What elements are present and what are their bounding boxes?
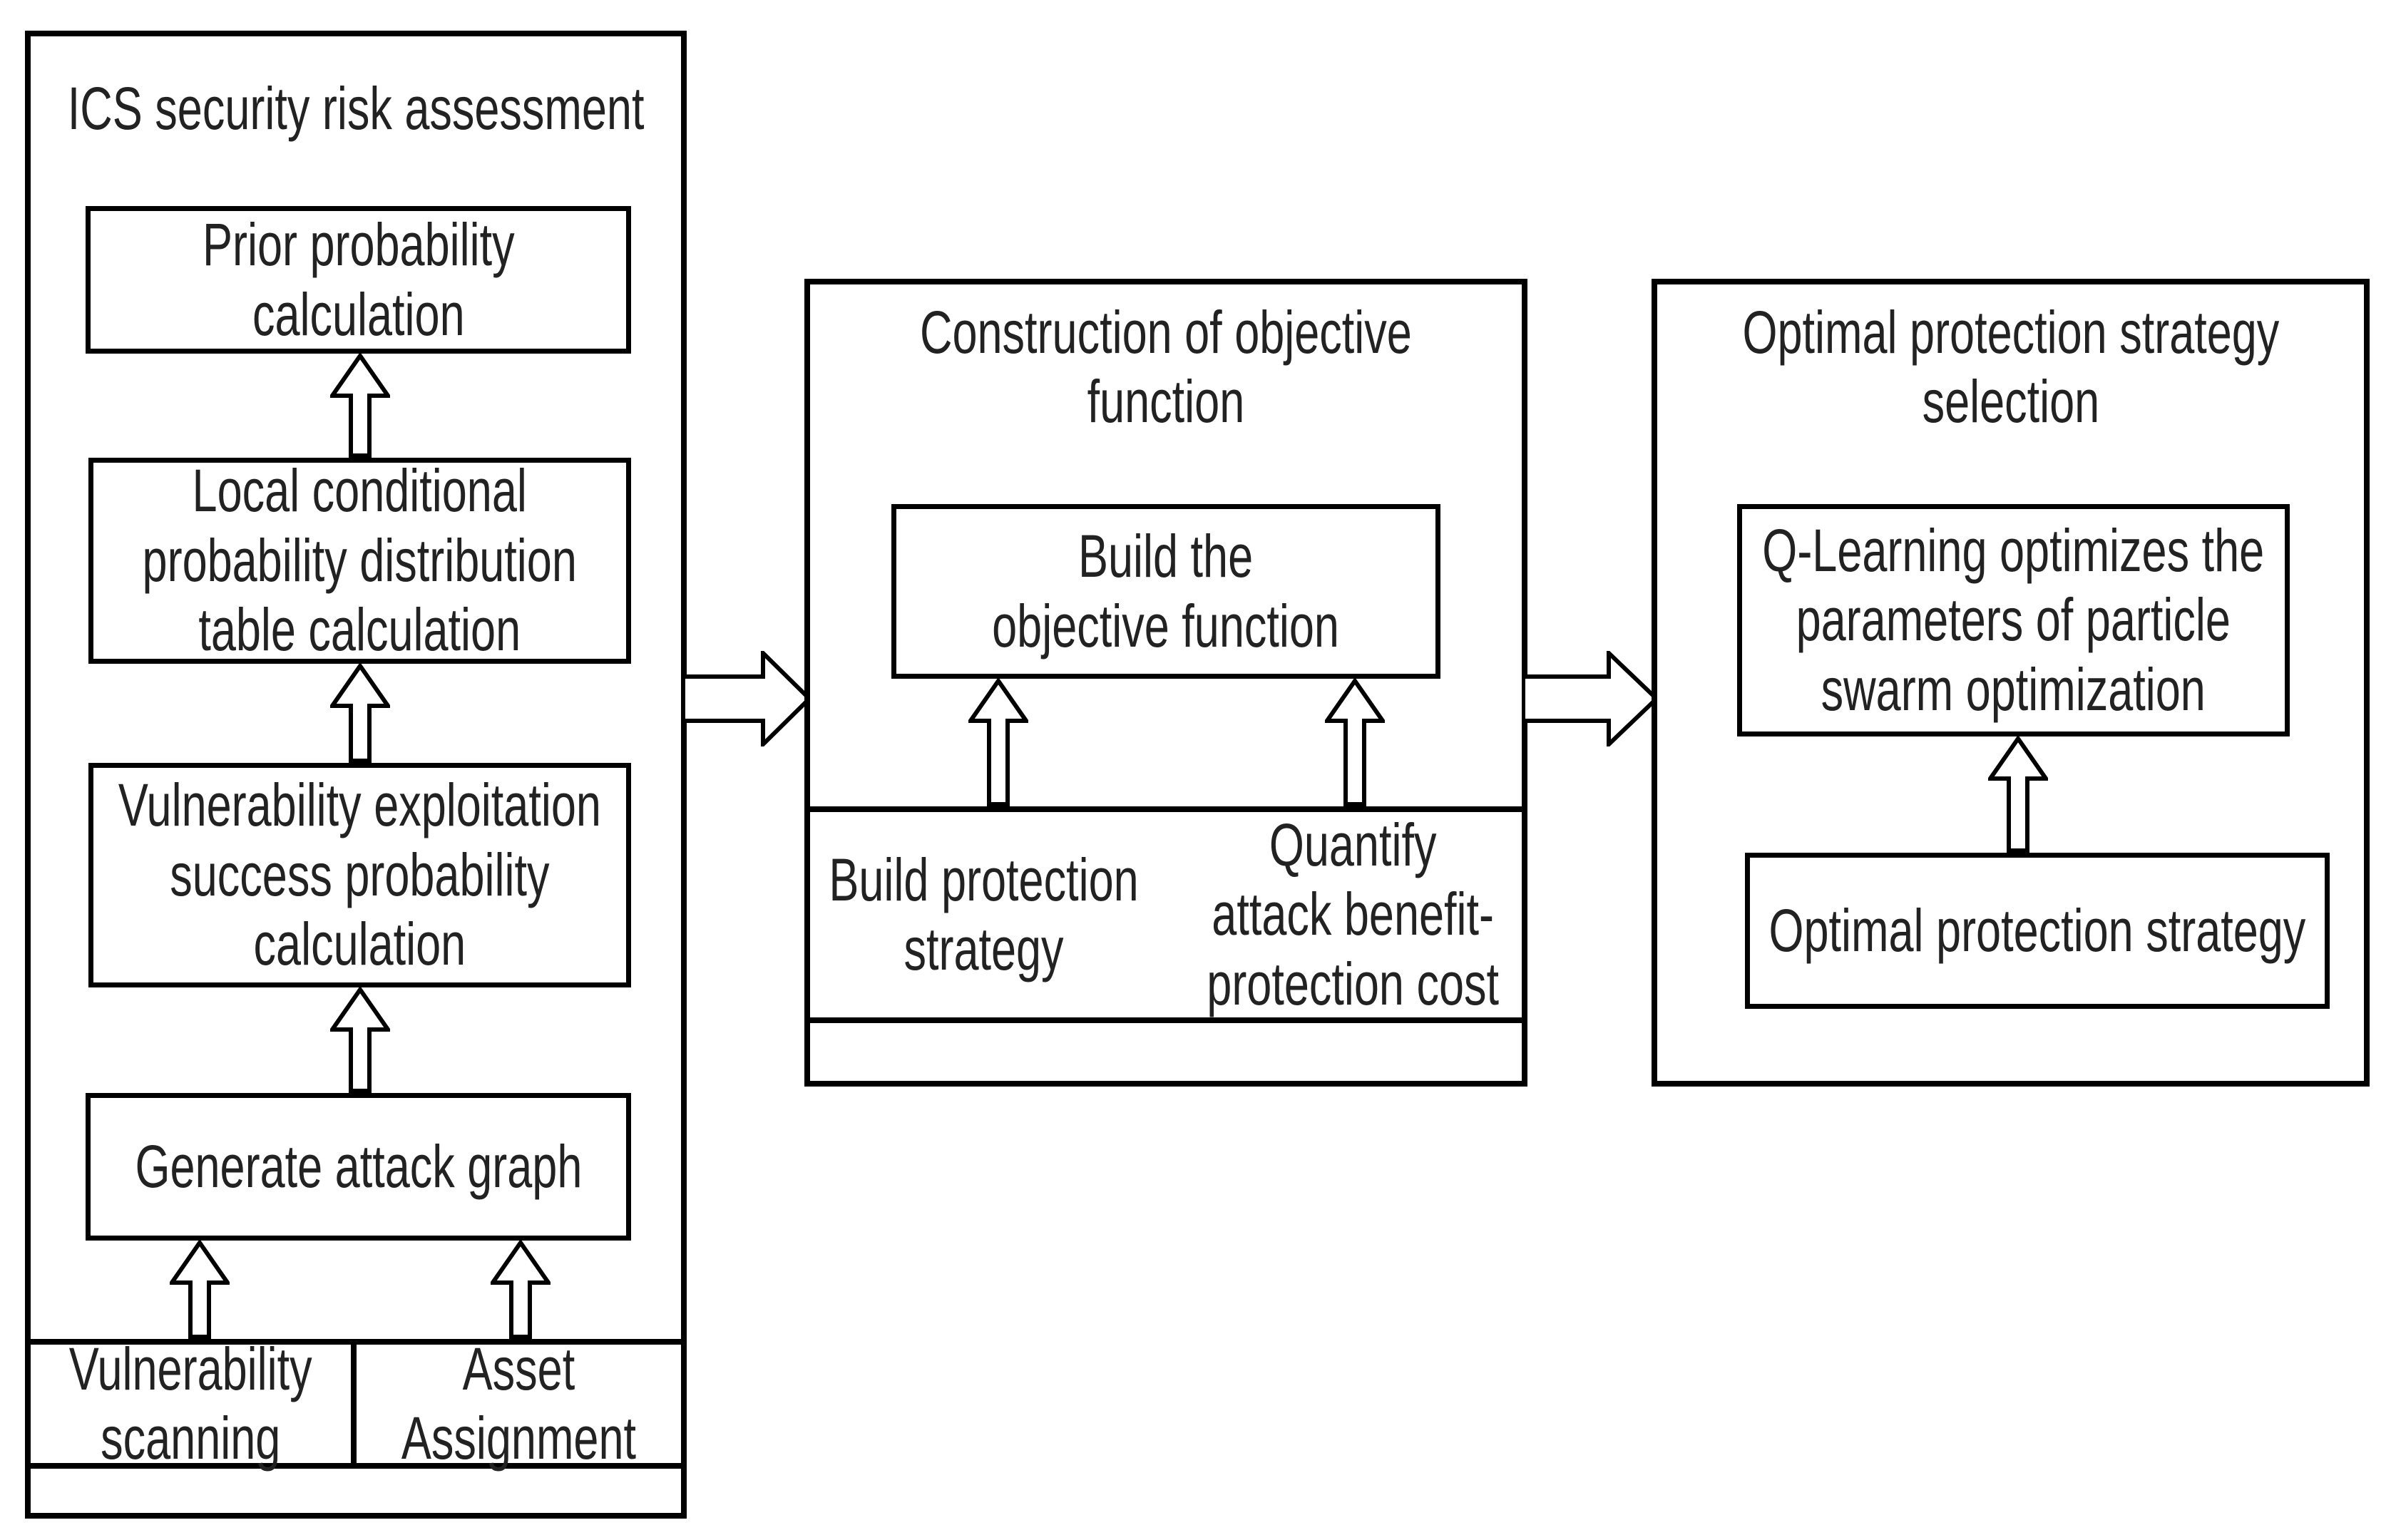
prior-probability-box: Prior probability calculation — [86, 206, 631, 354]
generate-attack-graph-text: Generate attack graph — [135, 1132, 582, 1200]
arrow-up-icon — [330, 354, 390, 458]
selection-panel-title-text: Optimal protection strategy selection — [1742, 298, 2279, 435]
assessment-inputs-row: Vulnerability scanning Asset Assignment — [31, 1335, 681, 1472]
q-learning-text: Q-Learning optimizes the parameters of p… — [1762, 516, 2265, 723]
vulnerability-scanning-cell: Vulnerability scanning — [31, 1335, 351, 1472]
arrow-up-icon — [330, 664, 390, 763]
vulnerability-exploitation-text: Vulnerability exploitation success proba… — [118, 771, 602, 978]
asset-assignment-cell: Asset Assignment — [357, 1335, 681, 1472]
objective-inputs-row: Build protection strategy Quantify attac… — [810, 806, 1522, 1023]
local-cpd-text: Local conditional probability distributi… — [142, 457, 578, 664]
arrow-up-icon — [1988, 736, 2048, 853]
quantify-benefit-cost-cell: Quantify attack benefit- protection cost — [1158, 811, 1547, 1017]
arrow-right-icon — [1523, 651, 1659, 746]
build-protection-strategy-cell: Build protection strategy — [810, 812, 1158, 1017]
quantify-benefit-cost-text: Quantify attack benefit- protection cost — [1207, 811, 1500, 1017]
objective-panel-title: Construction of objective function — [804, 291, 1527, 443]
optimal-protection-strategy-text: Optimal protection strategy — [1768, 896, 2306, 964]
asset-assignment-text: Asset Assignment — [401, 1335, 637, 1472]
local-cpd-box: Local conditional probability distributi… — [88, 457, 631, 664]
arrow-up-icon — [968, 679, 1028, 806]
generate-attack-graph-box: Generate attack graph — [86, 1093, 631, 1241]
build-objective-function-box: Build the objective function — [891, 504, 1440, 679]
vulnerability-scanning-text: Vulnerability scanning — [69, 1335, 312, 1472]
selection-panel-title: Optimal protection strategy selection — [1652, 291, 2370, 443]
arrow-right-icon — [683, 651, 812, 746]
cell-divider — [351, 1345, 357, 1463]
q-learning-box: Q-Learning optimizes the parameters of p… — [1737, 504, 2290, 736]
build-objective-function-text: Build the objective function — [992, 523, 1340, 659]
arrow-up-icon — [491, 1241, 551, 1339]
vulnerability-exploitation-box: Vulnerability exploitation success proba… — [88, 763, 631, 987]
build-protection-strategy-text: Build protection strategy — [829, 846, 1140, 982]
arrow-up-icon — [1325, 679, 1385, 806]
ics-panel-title: ICS security risk assessment — [25, 59, 687, 159]
ics-panel-title-text: ICS security risk assessment — [67, 75, 645, 143]
optimal-protection-strategy-box: Optimal protection strategy — [1745, 853, 2330, 1009]
arrow-up-icon — [330, 987, 390, 1093]
objective-panel-title-text: Construction of objective function — [920, 298, 1412, 435]
arrow-up-icon — [170, 1241, 230, 1339]
prior-probability-text: Prior probability calculation — [202, 211, 515, 348]
